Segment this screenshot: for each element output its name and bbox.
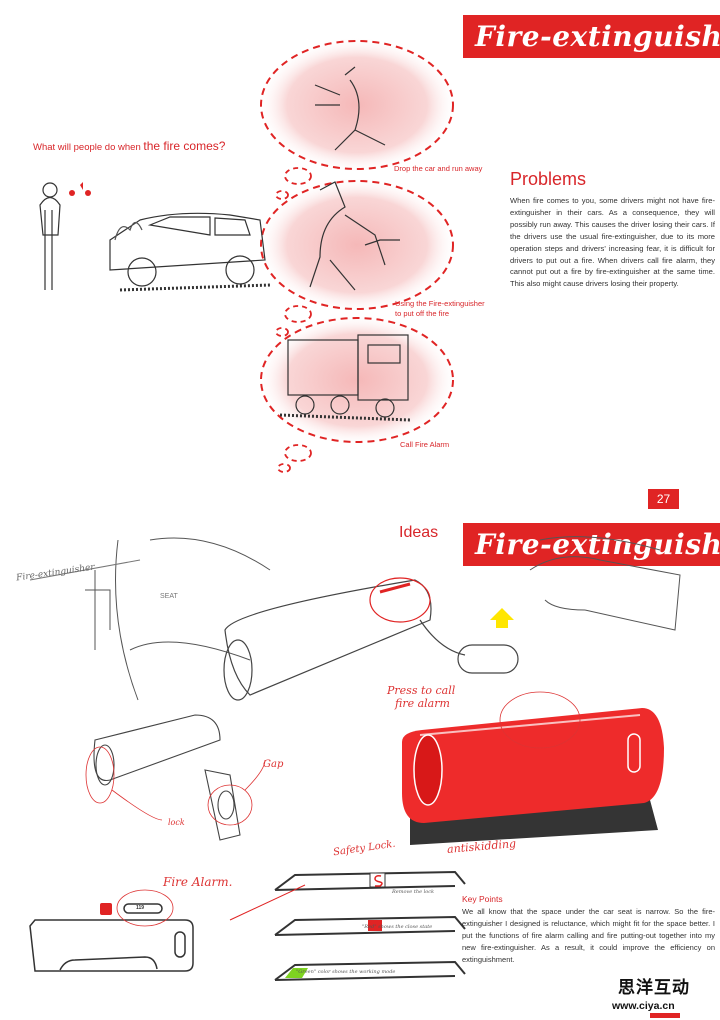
page-banner-title: Fire-extinguisher <box>463 15 720 58</box>
up-arrow-icon <box>490 608 514 628</box>
problems-heading: Problems <box>510 169 587 189</box>
key-points-text: We all know that the space under the car… <box>462 907 715 964</box>
pointer-arrow <box>229 884 306 921</box>
bubble-run-away <box>257 37 457 173</box>
problems-text: When fire comes to you, some drivers mig… <box>510 196 715 289</box>
annotation-lock: lock <box>168 818 185 827</box>
press-line-2: fire alarm <box>395 697 450 710</box>
bubble-extinguisher <box>257 177 457 313</box>
question-heading: What will people do when the fire comes? <box>33 139 225 153</box>
watermark-logo: 思洋互动 <box>618 978 690 998</box>
annotation-red-state: "Red" shows the close state <box>362 924 433 930</box>
annotation-green-state: "Green" color shows the working mode <box>296 969 396 975</box>
crouching-man-sketch <box>309 181 400 291</box>
page-number: 27 <box>648 489 679 509</box>
watermark-url: www.ciya.cn <box>612 1000 675 1012</box>
phone-icon <box>100 903 112 915</box>
red-extinguisher-render <box>402 691 664 845</box>
key-points-heading: Key Points <box>462 894 503 904</box>
safety-lock-states <box>274 870 466 981</box>
car-and-driver-sketch <box>39 182 271 292</box>
scenario-illustrations <box>39 37 457 473</box>
question-emphasis: the fire comes? <box>143 139 226 153</box>
fire-truck-sketch <box>279 334 411 422</box>
caption-use-extinguisher-1: Using the Fire-extinguisher <box>395 299 485 308</box>
press-line-1: Press to call <box>387 684 456 697</box>
alarm-marks-icon <box>69 182 91 196</box>
car-seat-sketch <box>29 537 271 701</box>
annotation-remove-lock: Remove the lock <box>392 889 435 895</box>
annotation-gap: Gap <box>263 759 284 770</box>
lock-detail-sketches <box>85 714 266 841</box>
thought-bubbles <box>275 167 312 473</box>
page-number-partial <box>650 1013 680 1018</box>
alarm-button-label: 119 <box>136 905 145 911</box>
question-prefix: What will people do when <box>33 142 144 153</box>
extinguisher-under-seat-sketch <box>223 577 519 701</box>
hand-holding-sketch <box>529 536 681 631</box>
running-man-sketch <box>314 66 386 151</box>
safety-lock-mark-icon <box>374 875 383 887</box>
caption-use-extinguisher-2: to put off the fire <box>395 309 450 318</box>
ideas-label: Ideas <box>399 524 439 541</box>
page2-banner-title: Fire-extinguisher <box>463 523 720 566</box>
annotation-fire-alarm: Fire Alarm. <box>163 875 233 889</box>
caption-run-away: Drop the car and run away <box>394 164 483 173</box>
caption-call-alarm: Call Fire Alarm <box>400 440 450 449</box>
final-extinguisher-sketch <box>29 889 194 972</box>
bubble-fire-truck <box>257 314 457 446</box>
annotation-seat: SEAT <box>160 593 178 600</box>
idea-sketches <box>29 536 681 981</box>
